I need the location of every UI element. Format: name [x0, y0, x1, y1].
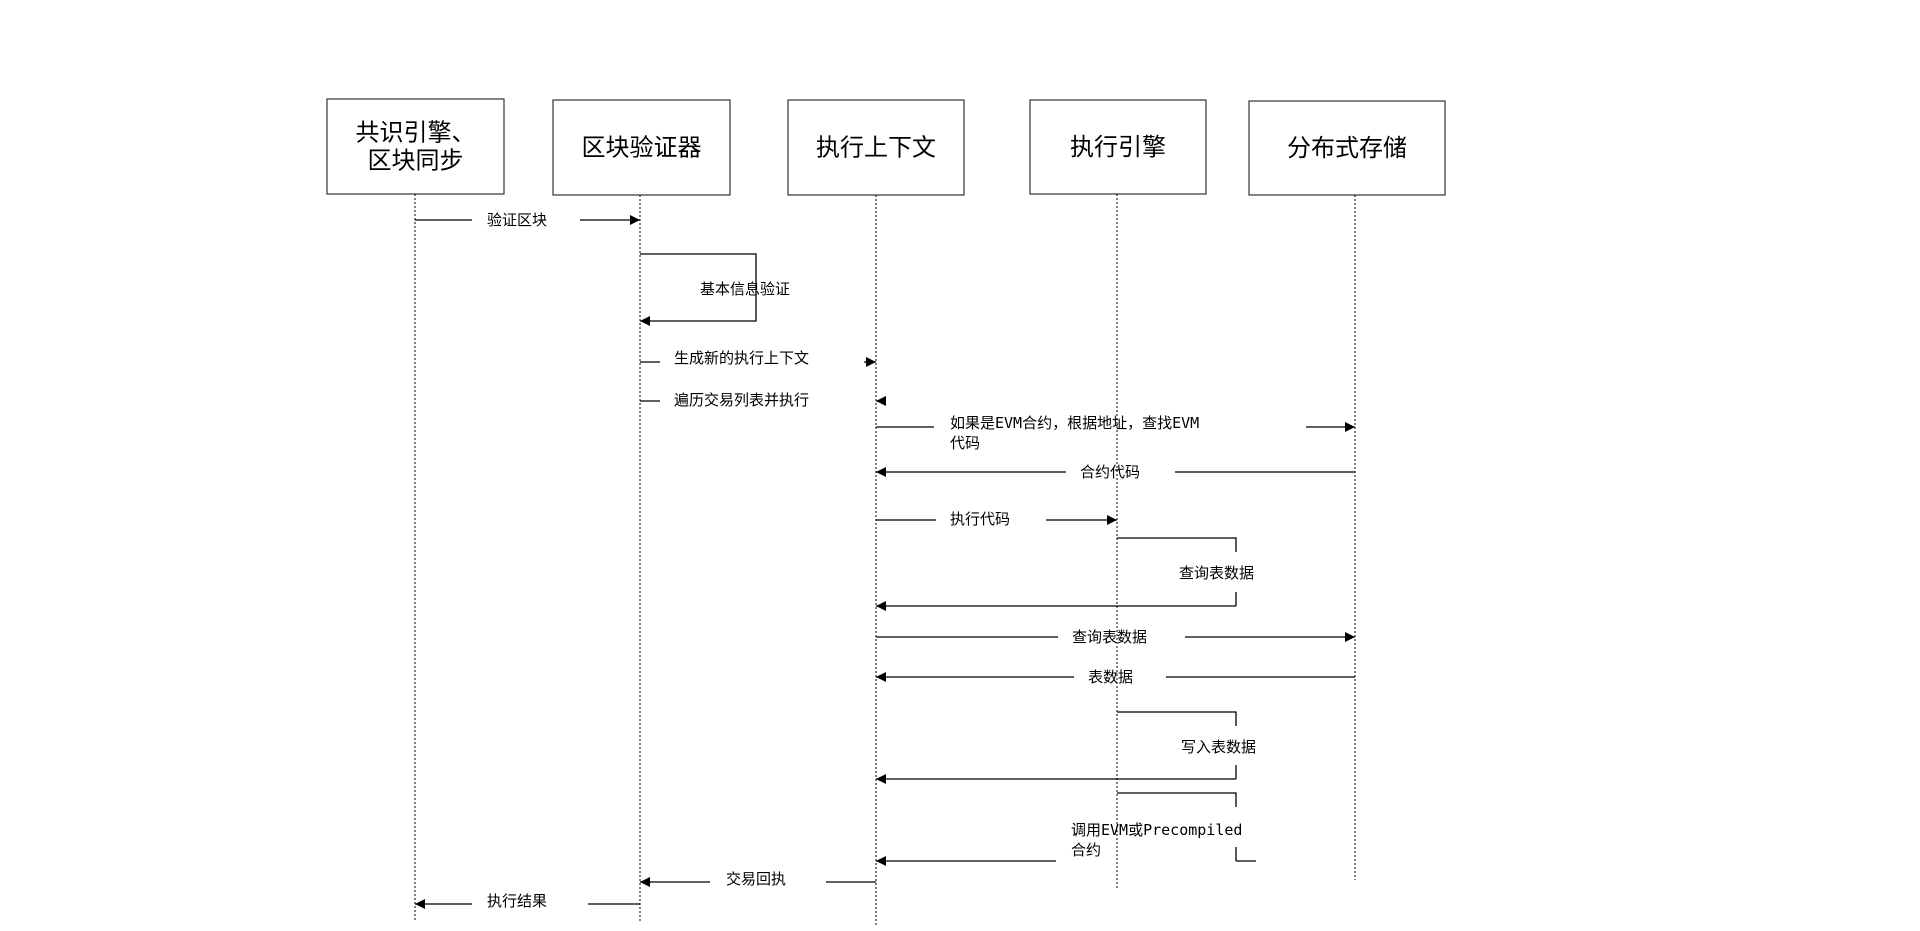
participant-engine: 执行引擎 — [1029, 99, 1207, 890]
message-arrow-12: 调用EVM或Precompiled 合约 — [876, 792, 1256, 866]
message-label: 查询表数据 — [1179, 564, 1254, 582]
message-label: 查询表数据 — [1072, 628, 1147, 646]
participant-label: 共识引擎、 — [356, 119, 476, 147]
message-label: 代码 — [950, 434, 980, 452]
message-label: 执行代码 — [950, 510, 1010, 528]
message-arrow-9: 查询表数据 — [876, 628, 1355, 646]
participant-box — [787, 99, 965, 196]
message-arrow-14: 执行结果 — [415, 892, 640, 910]
message-line — [1117, 711, 1237, 726]
message-arrow-8: 查询表数据 — [876, 537, 1254, 611]
participant-label: 区块验证器 — [582, 134, 702, 162]
message-arrow-2: 基本信息验证 — [640, 253, 790, 326]
message-label: 如果是EVM合约，根据地址，查找EVM — [950, 414, 1199, 432]
participant-storage: 分布式存储 — [1248, 100, 1446, 880]
message-arrow-5: 如果是EVM合约，根据地址，查找EVM 代码 — [876, 414, 1355, 452]
participant-validator: 区块验证器 — [552, 99, 731, 921]
participant-label: 执行引擎 — [1070, 133, 1166, 161]
message-label: 基本信息验证 — [700, 280, 790, 298]
participant-box — [1029, 99, 1207, 195]
participant-label: 分布式存储 — [1287, 134, 1407, 162]
participant-label: 执行上下文 — [816, 134, 936, 162]
message-arrow-1: 验证区块 — [415, 211, 640, 229]
message-label: 交易回执 — [726, 870, 786, 888]
message-label: 表数据 — [1088, 668, 1133, 686]
participant-label: 区块同步 — [368, 147, 464, 175]
message-label: 合约 — [1071, 841, 1101, 859]
participant-box — [1248, 100, 1446, 196]
participant-box — [552, 99, 731, 196]
message-label: 生成新的执行上下文 — [674, 349, 809, 367]
message-label: 验证区块 — [487, 211, 547, 229]
message-label: 写入表数据 — [1181, 738, 1256, 756]
message-label: 执行结果 — [487, 892, 547, 910]
message-line — [1117, 792, 1237, 807]
message-arrow-4: 遍历交易列表并执行 — [640, 391, 886, 409]
participant-context: 执行上下文 — [787, 99, 965, 927]
message-label: 合约代码 — [1080, 463, 1140, 481]
message-arrow-10: 表数据 — [876, 668, 1355, 686]
message-arrow-13: 交易回执 — [640, 870, 876, 888]
participant-consensus: 共识引擎、区块同步 — [326, 98, 505, 921]
message-arrow-11: 写入表数据 — [876, 711, 1256, 784]
message-arrow-6: 合约代码 — [876, 463, 1355, 481]
message-arrow-7: 执行代码 — [876, 510, 1117, 528]
participant-box — [326, 98, 505, 195]
message-line — [640, 253, 757, 326]
message-arrow-3: 生成新的执行上下文 — [640, 349, 876, 367]
message-label: 遍历交易列表并执行 — [674, 391, 809, 409]
message-line — [1117, 537, 1237, 552]
message-label: 调用EVM或Precompiled — [1071, 821, 1242, 839]
